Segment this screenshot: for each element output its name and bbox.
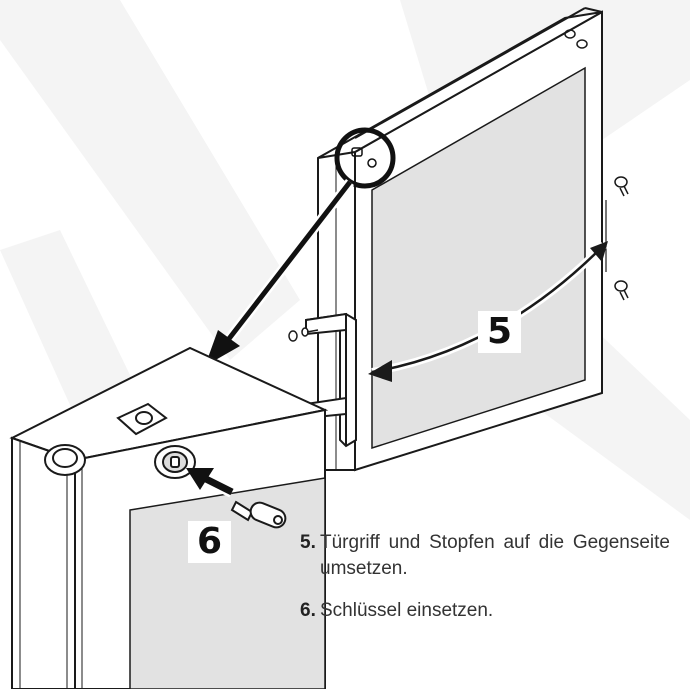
zoom-circle <box>334 127 396 189</box>
cabinet-plug-icon <box>44 444 86 476</box>
plug-icon <box>605 176 629 301</box>
door-outline <box>317 7 603 472</box>
instruction-number: 6. <box>300 600 316 621</box>
instruction-number: 5. <box>300 532 316 553</box>
instruction-text: Türgriff und Stopfen auf die Gegenseite … <box>320 532 670 579</box>
door-hinge-icon <box>116 402 168 436</box>
insert-arrow <box>186 468 235 498</box>
instruction-step-6: 6. Schlüssel einsetzen. <box>300 598 670 624</box>
step-6-label: 6 <box>188 521 232 563</box>
step-5-label: 5 <box>478 311 522 353</box>
door-handle <box>305 312 357 448</box>
zoom-arrow <box>205 178 354 366</box>
lock-cylinder-icon <box>154 445 196 479</box>
instruction-step-5: 5. Türgriff und Stopfen auf die Gegensei… <box>300 530 670 582</box>
key-icon <box>230 500 287 529</box>
instruction-text: Schlüssel einsetzen. <box>320 600 494 621</box>
instruction-list: 5. Türgriff und Stopfen auf die Gegensei… <box>300 530 670 640</box>
